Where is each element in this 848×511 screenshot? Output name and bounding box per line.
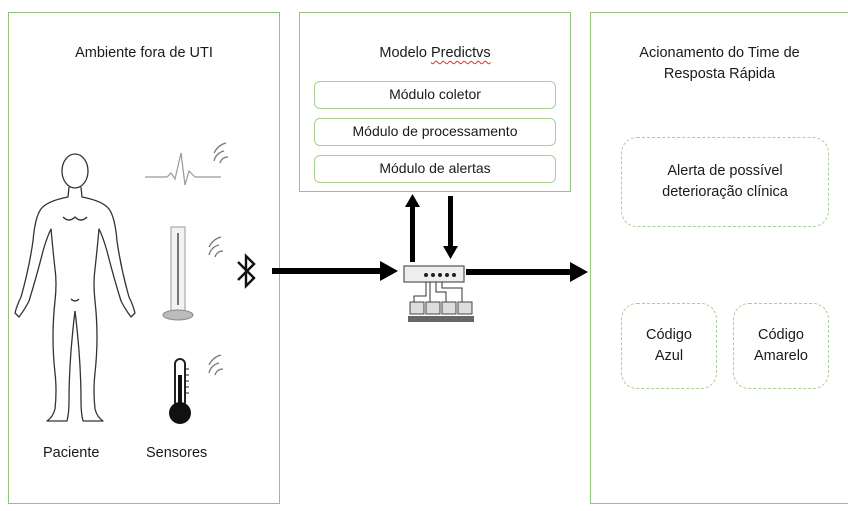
arrow-down-from-model: [443, 196, 458, 259]
rapid-response-panel: Acionamento do Time de Resposta Rápida A…: [590, 12, 848, 504]
thermometer-icon: [169, 358, 191, 424]
patient-label: Paciente: [43, 445, 100, 461]
predictvs-model-panel: Modelo Predictvs Módulo coletor Módulo d…: [299, 12, 571, 192]
wireless-signal-icon: [208, 354, 224, 376]
wireless-signal-icon: [213, 142, 229, 164]
arrow-up-to-model: [405, 194, 420, 262]
code-blue-line2: Azul: [654, 348, 684, 364]
human-body-icon: [14, 153, 136, 422]
panel-title-word: Predictvs: [430, 45, 491, 61]
computer-icon: [440, 301, 458, 322]
computer-icon: [408, 301, 426, 322]
sensors-label: Sensores: [146, 445, 208, 461]
patient-environment-panel: Ambiente fora de UTI Paciente Sensore: [8, 12, 280, 504]
computer-icon: [424, 301, 442, 322]
arrow-to-hub: [272, 261, 398, 281]
code-blue-line1: Código: [646, 327, 692, 343]
clinical-deterioration-alert: Alerta de possível deterioração clínica: [621, 137, 829, 227]
bar-sensor-icon: [162, 226, 194, 321]
panel-title: Modelo Predictvs: [300, 43, 570, 63]
panel-title-line1: Acionamento do Time de: [639, 45, 800, 61]
wireless-signal-icon: [208, 236, 224, 258]
alert-line1: Alerta de possível: [667, 163, 783, 179]
panel-title: Ambiente fora de UTI: [75, 45, 213, 61]
code-yellow-line2: Amarelo: [754, 348, 808, 364]
computer-icon: [456, 301, 474, 322]
bluetooth-icon: [237, 253, 256, 289]
alerts-module: Módulo de alertas: [314, 155, 556, 183]
panel-title-prefix: Modelo: [379, 45, 431, 61]
processing-module: Módulo de processamento: [314, 118, 556, 146]
code-yellow-line1: Código: [758, 327, 804, 343]
arrow-to-response: [466, 262, 588, 282]
heartbeat-sensor-icon: [145, 152, 221, 186]
collector-module: Módulo coletor: [314, 81, 556, 109]
network-switch-icon: [403, 265, 465, 304]
panel-title-line2: Resposta Rápida: [663, 66, 776, 82]
alert-line2: deterioração clínica: [662, 184, 788, 200]
